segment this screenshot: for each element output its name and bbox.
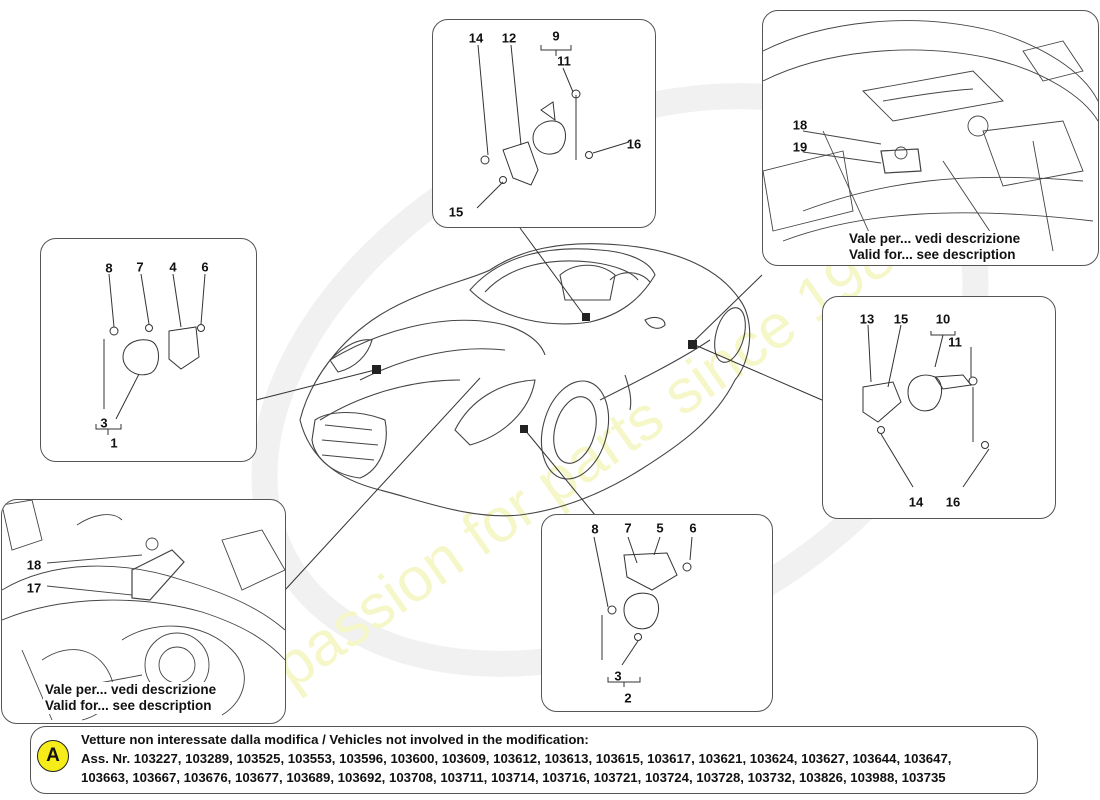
chassis-drawing bbox=[763, 20, 1098, 252]
callout-15: 15 bbox=[893, 311, 909, 327]
callout-8: 8 bbox=[105, 260, 113, 276]
callout-11: 11 bbox=[557, 53, 571, 69]
callout-13: 13 bbox=[859, 311, 875, 327]
footnote-badge: A bbox=[37, 740, 69, 772]
callout-17: 17 bbox=[26, 580, 42, 596]
panel-left: 8 7 4 6 3 1 bbox=[40, 238, 257, 462]
footnote-line-3: 103663, 103667, 103676, 103677, 103689, … bbox=[81, 770, 946, 785]
note-italian: Vale per... vedi descrizione bbox=[45, 682, 217, 697]
callout-16: 16 bbox=[945, 494, 961, 510]
callout-18: 18 bbox=[792, 117, 808, 133]
sensor-drawing bbox=[593, 536, 693, 687]
note-italian: Vale per... vedi descrizione bbox=[849, 231, 1021, 246]
callout-7: 7 bbox=[136, 259, 144, 275]
callout-6: 6 bbox=[201, 259, 209, 275]
note-english: Valid for... see description bbox=[45, 698, 212, 713]
panel-top-center: 14 12 9 11 16 15 bbox=[432, 19, 656, 228]
note-english: Valid for... see description bbox=[849, 247, 1016, 262]
sensor-drawing bbox=[862, 324, 990, 488]
callout-15: 15 bbox=[448, 204, 464, 220]
chassis-drawing bbox=[2, 500, 285, 721]
footnote-line-1: Vetture non interessate dalla modifica /… bbox=[81, 732, 589, 747]
callout-14: 14 bbox=[908, 494, 924, 510]
callout-9: 9 bbox=[552, 28, 560, 44]
validity-note: Vale per... vedi descrizione Valid for..… bbox=[43, 682, 219, 714]
callout-18: 18 bbox=[26, 557, 42, 573]
callout-1: 1 bbox=[110, 435, 118, 451]
footnote-text: Vetture non interessate dalla modifica /… bbox=[81, 730, 1031, 787]
panel-top-right: 18 19 Vale per... vedi descrizione Valid… bbox=[762, 10, 1099, 266]
validity-note: Vale per... vedi descrizione Valid for..… bbox=[847, 231, 1023, 263]
callout-6: 6 bbox=[689, 520, 697, 536]
sensor-drawing bbox=[95, 273, 206, 435]
panel-bottom-left: 18 17 Vale per... vedi descrizione Valid… bbox=[1, 499, 286, 724]
footnote-line-2: Ass. Nr. 103227, 103289, 103525, 103553,… bbox=[81, 751, 952, 766]
callout-3: 3 bbox=[614, 668, 622, 684]
callout-8: 8 bbox=[591, 521, 599, 537]
callout-11: 11 bbox=[948, 334, 962, 350]
callout-4: 4 bbox=[169, 259, 177, 275]
panel-bottom-center: 8 7 5 6 3 2 bbox=[541, 514, 773, 712]
callout-16: 16 bbox=[626, 136, 642, 152]
callout-19: 19 bbox=[792, 139, 808, 155]
callout-7: 7 bbox=[624, 520, 632, 536]
footnote-box: A Vetture non interessate dalla modifica… bbox=[30, 726, 1038, 794]
callout-2: 2 bbox=[624, 690, 632, 706]
panel-right: 13 15 10 11 14 16 bbox=[822, 296, 1056, 519]
callout-5: 5 bbox=[656, 520, 664, 536]
callout-10: 10 bbox=[935, 311, 951, 327]
callout-14: 14 bbox=[468, 30, 484, 46]
callout-12: 12 bbox=[501, 30, 517, 46]
sensor-drawing bbox=[476, 44, 630, 209]
callout-3: 3 bbox=[100, 415, 108, 431]
